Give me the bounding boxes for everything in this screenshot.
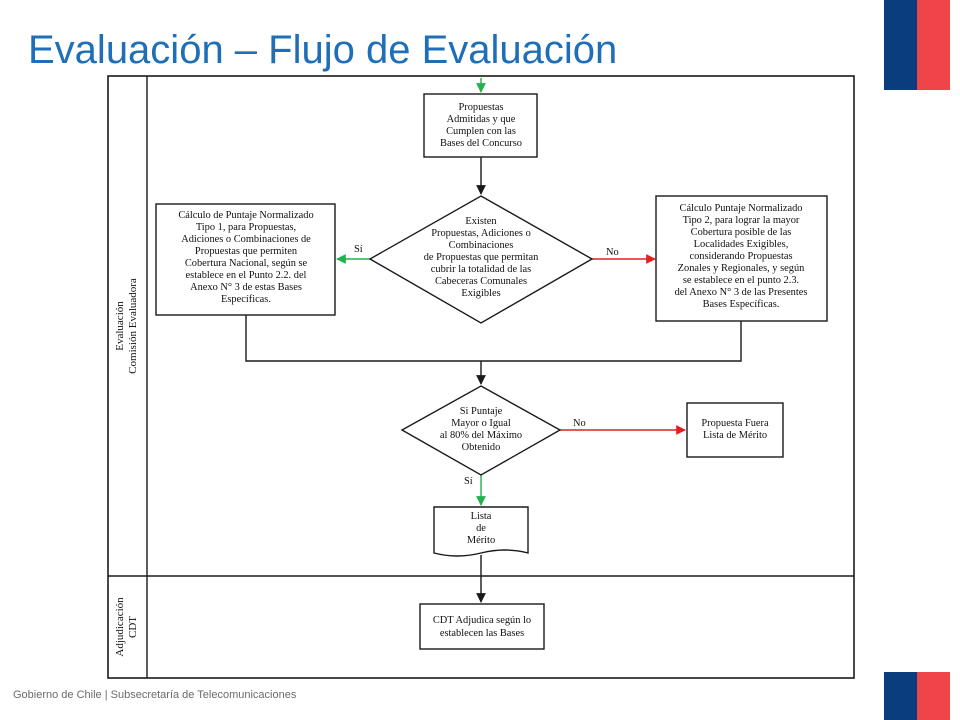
lane-label-evaluation: Evaluación Comisión Evaluadora [114,278,139,374]
node-text: Cálculo de Puntaje Normalizado [178,210,313,221]
node-calc1 [155,203,336,316]
node-text: Propuestas que permiten [195,246,298,257]
branch-label-yes: Sí [464,476,473,487]
node-text: Cálculo Puntaje Normalizado [680,203,803,214]
node-text: Mayor o Igual [451,418,511,429]
node-text: Lista de Mérito [703,430,767,441]
node-text: cubrir la totalidad de las [431,264,531,275]
lane-label-line: Evaluación [114,301,126,351]
node-text: Existen [465,216,497,227]
node-text: Específicas. [221,294,271,305]
lane-label-award: Adjudicación CDT [114,597,139,657]
node-text: Bases Específicas. [703,299,780,310]
branch-label-no: No [606,247,619,258]
flag-blue-stripe [884,672,917,720]
node-text: Tipo 1, para Propuestas, [196,222,296,233]
branch-label-no: No [573,418,586,429]
node-merit-list [433,506,529,557]
node-text: considerando Propuestas [689,251,792,262]
node-text: Propuestas [458,102,503,113]
node-text: Cobertura posible de las [691,227,792,238]
node-text: Propuestas, Adiciones o [431,228,531,239]
node-text: establecen las Bases [440,628,524,639]
node-out-list [686,402,784,458]
node-text: Obtenido [462,442,501,453]
flag-blue-stripe [884,0,917,90]
lane-label-line: Adjudicación [114,597,126,657]
chile-flag-logo-bottom [884,672,950,720]
page-title: Evaluación – Flujo de Evaluación [28,28,618,72]
node-calc2 [655,195,828,322]
node-text: de Propuestas que permitan [424,252,539,263]
flag-red-stripe [917,672,950,720]
chile-flag-logo-top [884,0,950,90]
node-decision1 [368,195,594,324]
node-text: Bases del Concurso [440,138,522,149]
node-text: CDT Adjudica según lo [433,615,531,626]
node-text: Localidades Exigibles, [694,239,789,250]
node-text: Si Puntaje [460,406,503,417]
node-text: Lista [471,511,492,522]
node-text: Cobertura Nacional, según se [185,258,308,269]
node-decision2 [400,385,562,476]
node-text: Propuesta Fuera [701,418,769,429]
node-text: Adiciones o Combinaciones de [181,234,311,245]
footer-text: Gobierno de Chile | Subsecretaría de Tel… [13,689,297,701]
node-text: Combinaciones [449,240,514,251]
node-proposals [423,93,538,158]
node-text: Zonales y Regionales, y según [678,263,805,274]
connector-calc2-merge [481,321,742,362]
node-award [419,603,545,650]
swimlane-frame [107,75,855,679]
lane-label-line: Comisión Evaluadora [127,278,139,374]
node-text: Cabeceras Comunales [435,276,527,287]
node-text: al 80% del Máximo [440,430,522,441]
node-text: del Anexo N° 3 de las Presentes [675,287,808,298]
node-text: se establece en el punto 2.3. [683,275,799,286]
flag-red-stripe [917,0,950,90]
node-text: Cumplen con las [446,126,516,137]
lane-label-line: CDT [127,616,139,638]
node-text: Exigibles [461,288,500,299]
node-text: Anexo N° 3 de estas Bases [190,282,302,293]
node-text: establece en el Punto 2.2. del [186,270,307,281]
connector-calc1-merge [245,315,481,362]
node-text: Tipo 2, para lograr la mayor [683,215,800,226]
branch-label-yes: Sí [354,244,363,255]
node-text: Mérito [467,535,495,546]
node-text: de [476,523,486,534]
node-text: Admitidas y que [447,114,516,125]
